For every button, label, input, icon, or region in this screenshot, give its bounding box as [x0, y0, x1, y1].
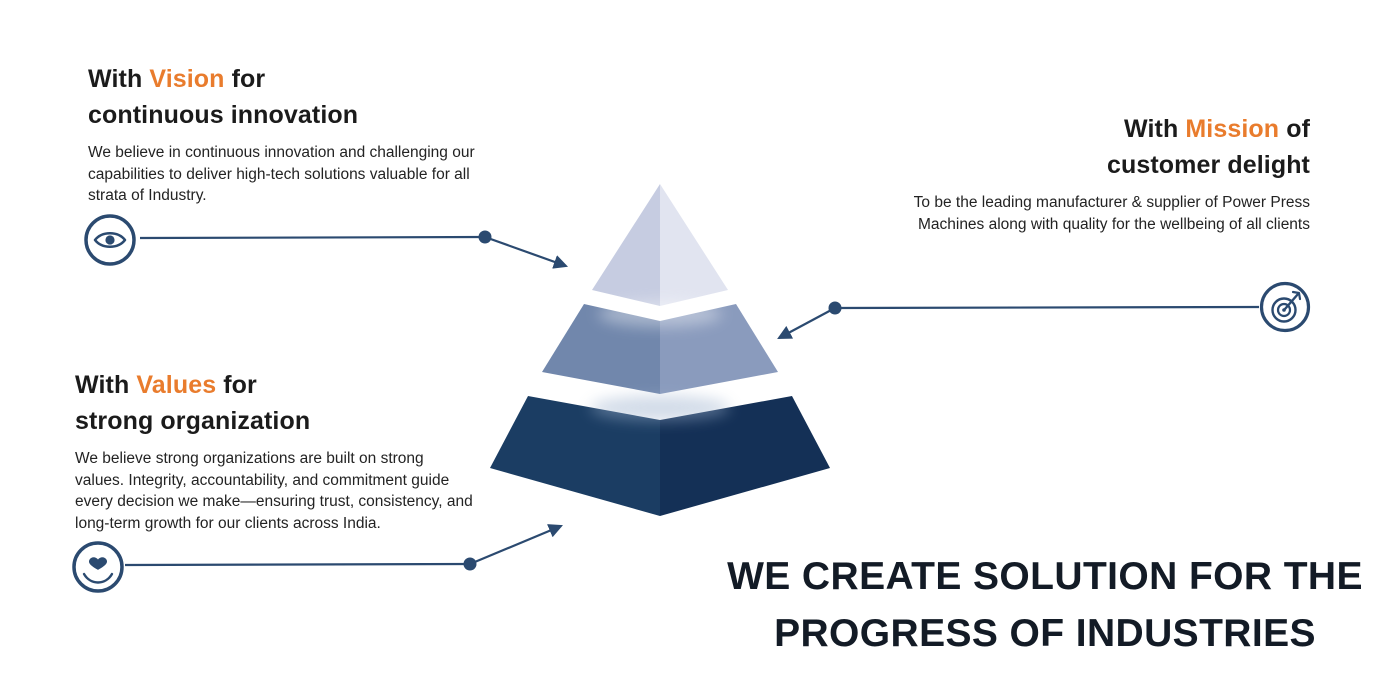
vision-title-prefix: With: [88, 65, 150, 93]
values-title: With Values for strong organization: [75, 368, 475, 439]
hand-heart-icon: [70, 539, 126, 595]
vision-connector: [139, 230, 569, 269]
vision-title-suffix: for: [224, 65, 266, 93]
mission-title-suffix: of: [1279, 115, 1310, 143]
mission-title-accent: Mission: [1185, 115, 1280, 143]
values-title-line2: strong organization: [75, 406, 311, 435]
headline-line2: PROGRESS OF INDUSTRIES: [774, 612, 1316, 655]
values-title-accent: Values: [136, 371, 217, 399]
values-title-suffix: for: [216, 371, 257, 399]
headline-line1: WE CREATE SOLUTION FOR THE: [727, 555, 1363, 598]
mission-connector-dot: [828, 301, 842, 315]
vision-body: We believe in continuous innovation and …: [88, 144, 475, 205]
values-title-prefix: With: [75, 371, 137, 399]
target-icon: [1257, 279, 1313, 335]
headline: WE CREATE SOLUTION FOR THE PROGRESS OF I…: [695, 548, 1395, 662]
vision-title: With Vision for continuous innovation: [88, 62, 512, 133]
mission-section: With Mission of customer delight To be t…: [910, 112, 1310, 235]
values-connector-dot: [463, 557, 477, 571]
vision-section: With Vision for continuous innovation We…: [88, 62, 512, 207]
pyramid-graphic: [490, 184, 830, 516]
pyramid-tier-middle: [542, 301, 778, 394]
pyramid-tier-bottom: [490, 395, 830, 516]
vision-title-accent: Vision: [149, 65, 225, 93]
vision-connector-dot: [478, 230, 492, 244]
mission-connector: [777, 301, 1260, 340]
vision-title-line2: continuous innovation: [88, 100, 359, 129]
values-section: With Values for strong organization We b…: [75, 368, 475, 535]
values-connector: [124, 524, 563, 571]
mission-title-prefix: With: [1124, 115, 1186, 143]
pyramid-tier-top: [592, 184, 728, 306]
values-body: We believe strong organizations are buil…: [75, 450, 473, 533]
mission-title: With Mission of customer delight: [910, 112, 1310, 183]
mission-body: To be the leading manufacturer & supplie…: [913, 194, 1310, 233]
mission-title-line2: customer delight: [1106, 150, 1310, 179]
eye-icon: [82, 212, 138, 268]
